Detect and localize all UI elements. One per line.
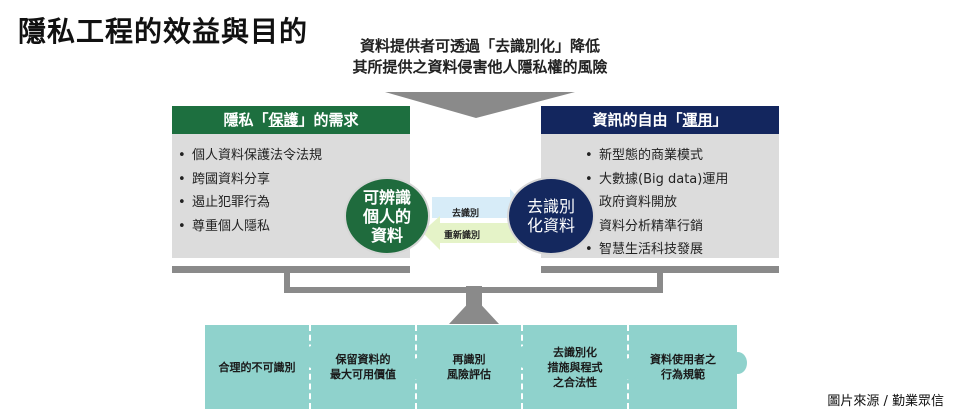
puzzle-text: 再識別 xyxy=(452,353,486,366)
header-keyword: 保護 xyxy=(268,111,299,129)
header-prefix: 資訊的自由「 xyxy=(592,111,683,129)
information-freedom-header: 資訊的自由「運用」 xyxy=(541,106,779,134)
forward-arrow xyxy=(432,189,528,225)
funnel-triangle xyxy=(385,92,575,118)
subtitle-line-1: 資料提供者可透過「去識別化」降低 xyxy=(359,37,600,55)
header-keyword: 運用 xyxy=(682,111,713,129)
puzzle-knob xyxy=(621,358,639,380)
list-item: 個人資料保護法令法規 xyxy=(172,144,410,168)
puzzle-piece-4: 去識別化 措施與程式 之合法性 xyxy=(523,325,629,409)
deidentify-arrow-label: 去識別 xyxy=(452,209,480,219)
puzzle-text: 最大可用價值 xyxy=(330,368,396,381)
puzzle-knob xyxy=(515,346,533,368)
header-suffix: 」的需求 xyxy=(298,111,359,129)
puzzle-knob xyxy=(729,352,747,374)
puzzle-text: 保留資料的 xyxy=(335,353,391,366)
circle-text-line: 去識別 xyxy=(526,197,575,216)
puzzle-text: 措施與程式 xyxy=(547,360,603,374)
page-title: 隱私工程的效益與目的 xyxy=(18,15,309,48)
left-pan-bar xyxy=(172,266,410,273)
subtitle-line-2: 其所提供之資料侵害他人隱私權的風險 xyxy=(352,58,608,76)
backward-arrow xyxy=(422,216,517,250)
circle-text-line: 可辨識 xyxy=(362,187,411,207)
puzzle-text: 合理的不可識別 xyxy=(218,360,296,374)
circle-text-line: 資料 xyxy=(370,225,403,245)
puzzle-text: 行為規範 xyxy=(661,368,705,381)
puzzle-piece-5: 資料使用者之 行為規範 xyxy=(629,325,737,409)
reidentify-arrow-label: 重新識別 xyxy=(444,231,481,241)
header-prefix: 隱私「 xyxy=(223,111,269,129)
right-pan-bar xyxy=(541,266,779,273)
circle-text-line: 化資料 xyxy=(526,216,575,235)
puzzle-text: 資料使用者之 xyxy=(650,353,716,366)
circle-text-line: 個人的 xyxy=(362,206,411,226)
image-credit: 圖片來源 / 勤業眾信 xyxy=(827,394,944,409)
puzzle-text: 之合法性 xyxy=(553,375,597,389)
list-item: 遏止犯罪行為 xyxy=(172,191,410,215)
scale-fulcrum xyxy=(449,297,499,324)
header-suffix: 」 xyxy=(712,111,728,129)
puzzle-text: 風險評估 xyxy=(447,368,491,381)
information-use-list: 新型態的商業模式 大數據(Big data)運用 政府資料開放 資料分析精準行銷… xyxy=(541,134,779,262)
privacy-needs-list: 個人資料保護法令法規 跨國資料分享 遏止犯罪行為 尊重個人隱私 xyxy=(172,134,410,238)
privacy-protection-header: 隱私「保護」的需求 xyxy=(172,106,410,134)
puzzle-knob xyxy=(409,358,427,380)
list-item: 智慧生活科技發展 xyxy=(541,238,779,262)
list-item: 跨國資料分享 xyxy=(172,168,410,192)
list-item: 大數據(Big data)運用 xyxy=(541,168,779,192)
identifiable-data-circle: 可辨識 個人的 資料 xyxy=(344,177,430,255)
puzzle-piece-2: 保留資料的 最大可用價值 xyxy=(311,325,417,409)
subtitle: 資料提供者可透過「去識別化」降低 其所提供之資料侵害他人隱私權的風險 xyxy=(330,36,630,78)
list-item: 新型態的商業模式 xyxy=(541,144,779,168)
list-item: 尊重個人隱私 xyxy=(172,215,410,239)
puzzle-piece-3: 再識別 風險評估 xyxy=(417,325,523,409)
deidentified-data-circle: 去識別 化資料 xyxy=(507,177,595,255)
puzzle-text: 去識別化 xyxy=(553,345,597,359)
puzzle-knob xyxy=(303,346,321,368)
puzzle-piece-1: 合理的不可識別 xyxy=(205,325,311,409)
